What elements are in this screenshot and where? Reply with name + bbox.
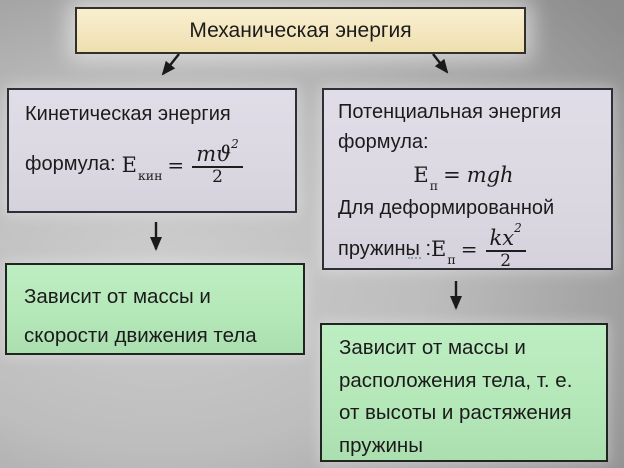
spring-formula-prefix: пружины :	[338, 237, 432, 260]
potential-symbol-base: Е	[413, 163, 429, 187]
spring-symbol-subscript: п	[447, 252, 456, 268]
potential-symbol-subscript: п	[429, 178, 439, 194]
potential-formula-mgh: Еп = mgh	[338, 157, 589, 193]
potential-spring-formula: пружины : Еп = kx2 2	[338, 222, 605, 275]
spring-numerator-base: kx	[489, 226, 515, 251]
potential-depends-line1: Зависит от массы и	[339, 336, 526, 359]
potential-title: Потенциальная энергия	[338, 101, 562, 123]
potential-depends-box: Зависит от массы и расположения тела, т.…	[320, 323, 608, 462]
kinetic-depends-line1: Зависит от массы и	[24, 285, 211, 308]
potential-mgh: mgh	[466, 163, 514, 187]
potential-depends-line2: расположения тела, т. е.	[339, 368, 573, 392]
root-box-mechanical-energy: Механическая энергия	[75, 7, 526, 54]
kinetic-symbol-base: Е	[121, 152, 137, 177]
kinetic-symbol-subscript: кин	[137, 168, 163, 184]
kinetic-formula-label: формула:	[25, 153, 116, 176]
kinetic-energy-box: Кинетическая энергия формула: Екин = mϑ2…	[7, 88, 297, 213]
kinetic-fraction-denominator: 2	[212, 167, 223, 188]
arrow-root-to-kinetic	[161, 53, 180, 76]
spellcheck-squiggle	[408, 254, 421, 259]
kinetic-numerator-base: mϑ	[196, 142, 232, 166]
kinetic-fraction: mϑ2 2	[192, 138, 243, 188]
spring-fraction: kx2 2	[485, 222, 526, 272]
spring-fraction-numerator: kx2	[485, 222, 526, 253]
kinetic-title: Кинетическая энергия	[25, 103, 231, 125]
potential-depends-line4: пружины	[339, 433, 423, 457]
potential-energy-symbol: Еп	[413, 163, 438, 192]
spring-numerator-exponent: 2	[514, 221, 522, 236]
kinetic-depends-line2: скорости движения тела	[24, 324, 257, 347]
kinetic-numerator-exponent: 2	[231, 137, 239, 151]
kinetic-energy-symbol: Екин	[121, 152, 163, 182]
kinetic-fraction-numerator: mϑ2	[192, 138, 243, 169]
root-title: Механическая энергия	[189, 18, 412, 42]
spring-equals-sign: =	[460, 237, 478, 261]
arrow-root-to-potential	[432, 53, 449, 74]
kinetic-formula: формула: Екин = mϑ2 2	[25, 138, 289, 188]
kinetic-equals-sign: =	[167, 152, 185, 177]
potential-equals-sign: =	[443, 163, 461, 187]
spring-fraction-denominator: 2	[500, 251, 512, 272]
potential-formula-label: формула:	[338, 131, 429, 153]
kinetic-depends-box: Зависит от массы и скорости движения тел…	[5, 263, 305, 355]
spring-symbol-base: Е	[431, 237, 447, 261]
potential-energy-box: Потенциальная энергия формула: Еп = mgh …	[322, 88, 613, 270]
potential-depends-line3: от высоты и растяжения	[339, 401, 572, 424]
spring-energy-symbol: Еп	[431, 237, 456, 266]
potential-spring-line: Для деформированной	[338, 197, 555, 219]
